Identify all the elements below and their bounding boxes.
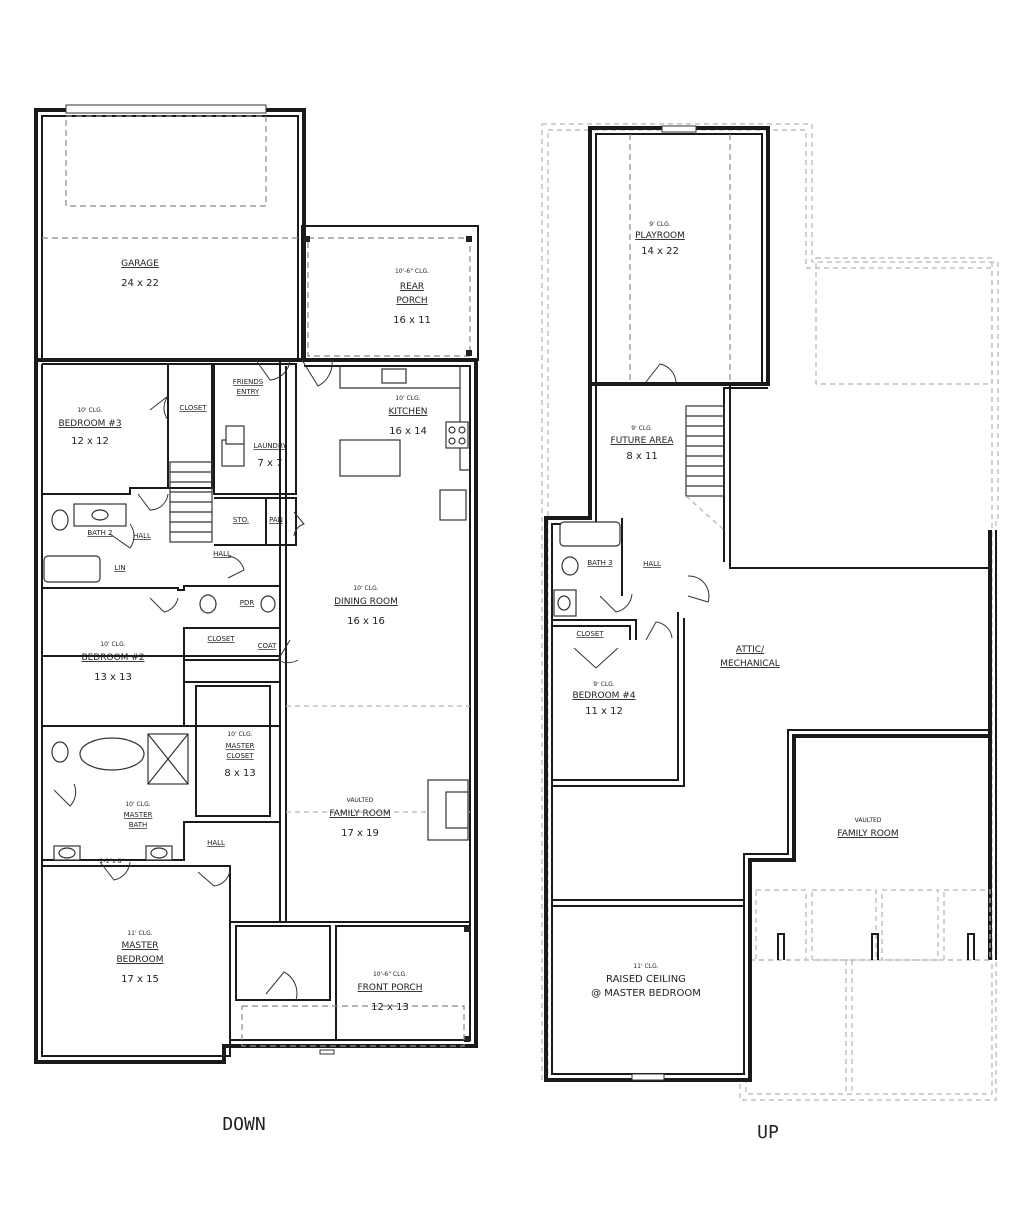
master-closet-name-2: CLOSET [226,752,254,760]
family-up-name: FAMILY ROOM [837,829,898,839]
dining-size: 16 x 16 [347,616,385,627]
hall-bath2: HALL [133,532,151,540]
kitchen-ceiling: 10' CLG. [395,395,420,402]
attic-name-2: MECHANICAL [720,659,780,669]
family-ceiling: VAULTED [347,797,374,804]
pdr-label: PDR [240,599,255,607]
rear-porch-ceiling: 10'-6" CLG. [395,268,429,275]
attic-name-1: ATTIC/ [736,645,765,655]
front-porch-posts [241,926,470,1055]
family-up-ceiling: VAULTED [855,817,882,824]
playroom-name: PLAYROOM [635,231,685,241]
kitchen-size: 16 x 14 [389,426,427,437]
bedroom2-size: 13 x 13 [94,672,132,683]
bath3-name: BATH 3 [587,559,612,567]
main-house-walls [34,358,478,1064]
garage-size: 24 x 22 [121,278,159,289]
bath2-name: BATH 2 [87,529,112,537]
master-closet-size: 8 x 13 [224,768,255,779]
playroom-room: 9' CLG. PLAYROOM 14 x 22 [588,125,770,386]
master-bath-name-1: MASTER [124,811,153,819]
vaulted-family-open [755,889,991,961]
master-bath-seat: 2-1"x 8" [100,858,125,865]
friends-entry-name-2: ENTRY [237,388,260,396]
master-bedroom-size: 17 x 15 [121,974,159,985]
raised-name-2: @ MASTER BEDROOM [591,988,701,999]
bedroom2-ceiling: 10' CLG. [100,641,125,648]
closet-b2-label: CLOSET [207,635,235,643]
garage-name: GARAGE [121,259,159,269]
dining-ceiling: 10' CLG. [353,585,378,592]
bedroom4-ceiling: 9' CLG. [593,681,615,688]
pan-label: PAN [269,516,283,524]
friends-entry-name-1: FRIENDS [233,378,264,386]
playroom-ceiling: 9' CLG. [649,221,671,228]
master-bedroom-ceiling: 11' CLG. [127,930,152,937]
raised-name-1: RAISED CEILING [606,974,686,985]
master-bedroom-name-1: MASTER [121,941,158,951]
future-ceiling: 9' CLG. [631,425,653,432]
bedroom3-name: BEDROOM #3 [58,419,121,429]
coat-label: COAT [258,642,278,650]
second-floor-labels: 9' CLG. FUTURE AREA 8 x 11 BATH 3 HALL C… [572,425,898,999]
future-name: FUTURE AREA [611,436,675,446]
master-closet-ceiling: 10' CLG. [227,731,252,738]
sto-label: STO. [233,516,249,524]
garage-room: GARAGE 24 x 22 [34,104,306,362]
family-size: 17 x 19 [341,828,379,839]
rear-porch-size: 16 x 11 [393,315,431,326]
rear-porch-name-2: PORCH [396,296,427,306]
bedroom2-name: BEDROOM #2 [81,653,144,663]
future-size: 8 x 11 [626,451,657,462]
second-floor-doors [573,363,710,669]
hall-up: HALL [643,560,661,568]
first-floor-doors [53,359,333,1001]
second-floor-plan: 9' CLG. PLAYROOM 14 x 22 [541,123,999,1143]
front-porch-ceiling: 10'-6" CLG. [373,971,407,978]
bath-fixtures [43,425,469,861]
lin-label: LIN [114,564,125,572]
closet-b3-label: CLOSET [179,404,207,412]
bedroom3-size: 12 x 12 [71,436,109,447]
closet-b4-label: CLOSET [576,630,604,638]
kitchen-fixtures [339,366,470,521]
laundry-size: 7 x 7 [258,458,283,469]
second-floor-label: UP [757,1122,779,1143]
first-floor-stairs [169,461,213,543]
bath3-fixtures [553,521,621,617]
hall-mid: HALL [213,550,231,558]
hall-master: HALL [207,839,225,847]
first-floor-label: DOWN [222,1114,265,1135]
master-closet-name-1: MASTER [226,742,255,750]
master-bedroom-name-2: BEDROOM [117,955,164,965]
first-floor-plan: GARAGE 24 x 22 10'-6" CLG. REAR PORCH 16… [34,104,479,1135]
bedroom3-ceiling: 10' CLG. [77,407,102,414]
kitchen-name: KITCHEN [389,407,428,417]
dining-name: DINING ROOM [334,597,398,607]
playroom-size: 14 x 22 [641,246,679,257]
master-bath-name-2: BATH [129,821,148,829]
rear-porch-name-1: REAR [400,282,424,292]
bedroom4-size: 11 x 12 [585,706,623,717]
rear-porch: 10'-6" CLG. REAR PORCH 16 x 11 [301,225,479,361]
front-porch-name: FRONT PORCH [358,983,423,993]
second-floor-stairs [685,405,725,531]
bedroom4-name: BEDROOM #4 [572,691,635,701]
family-name: FAMILY ROOM [329,809,390,819]
first-floor-labels: 10' CLG. BEDROOM #3 12 x 12 CLOSET FRIEN… [58,378,427,1013]
laundry-name: LAUNDRY [253,442,287,450]
master-bath-ceiling: 10' CLG. [125,801,150,808]
raised-ceiling: 11' CLG. [633,963,658,970]
front-porch-size: 12 x 13 [371,1002,409,1013]
